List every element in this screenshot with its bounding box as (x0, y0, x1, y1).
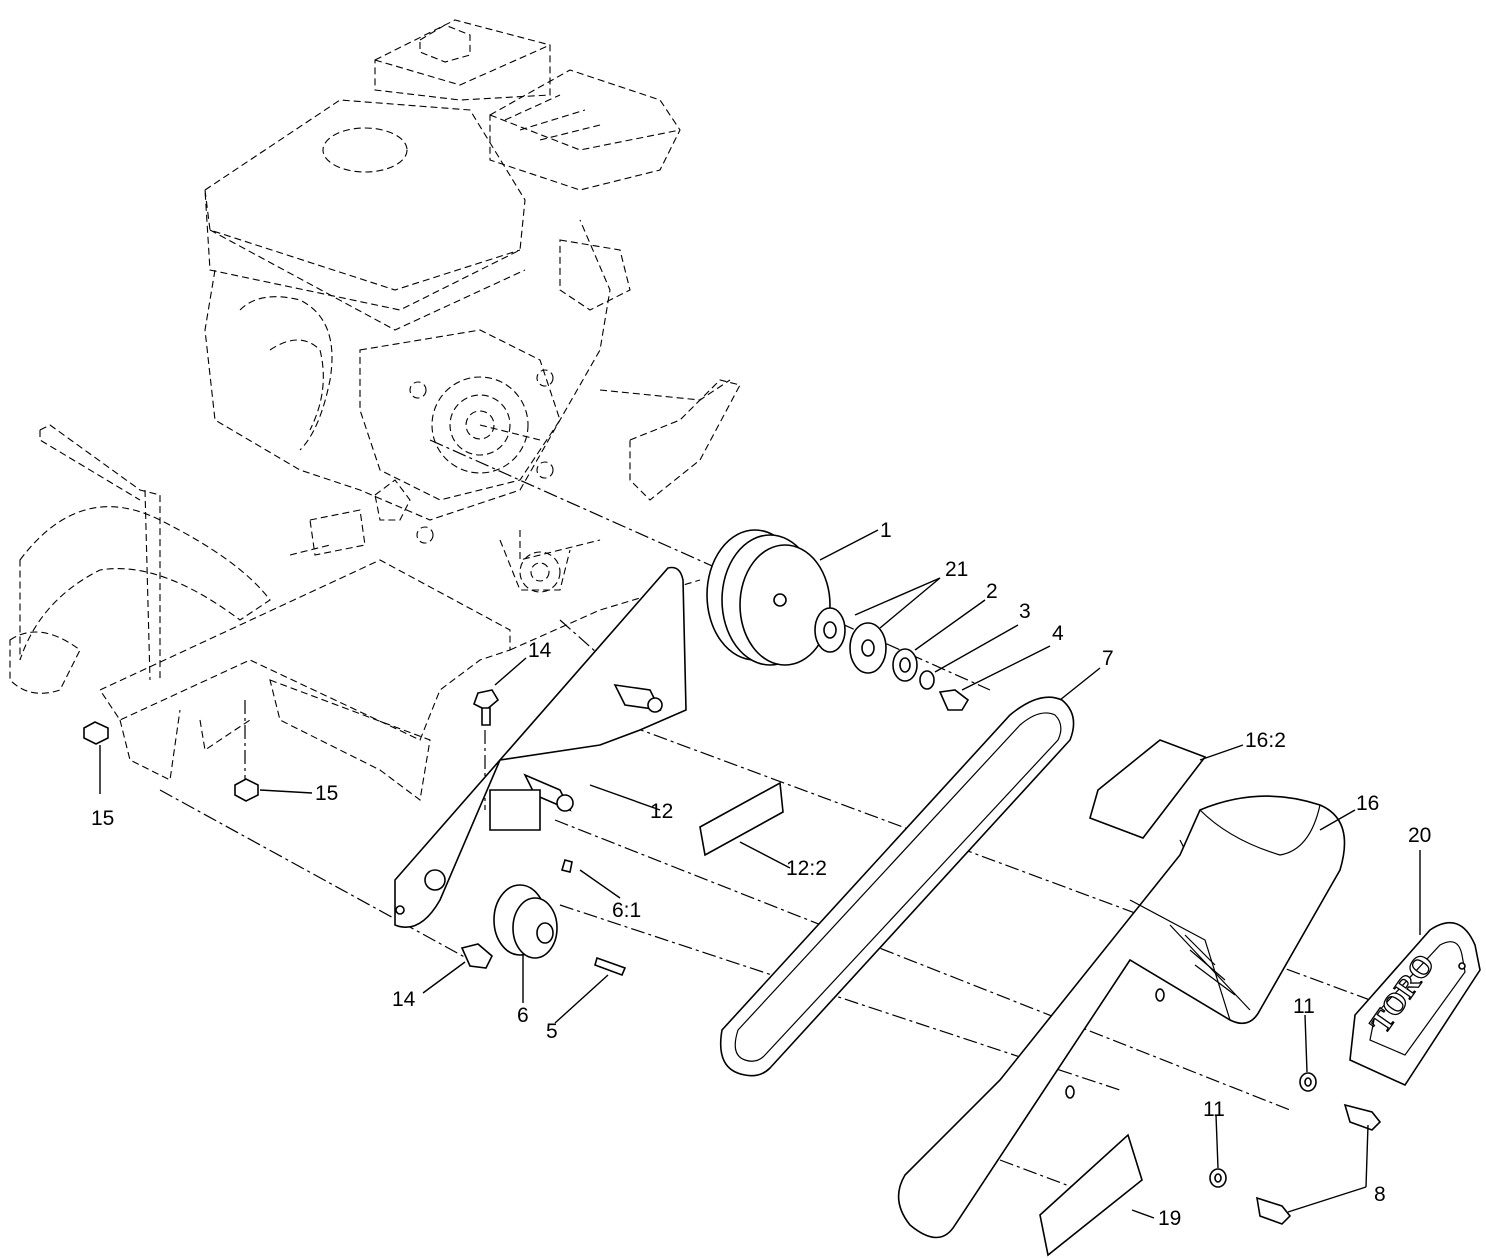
fasteners-right (1209, 1072, 1382, 1225)
callout-1: 1 (880, 519, 892, 542)
callout-3: 3 (1019, 600, 1031, 623)
brand-decal: TORO (1349, 921, 1481, 1087)
callout-16-2: 16:2 (1245, 729, 1286, 752)
callout-labels: 1 21 2 3 4 7 14 15 15 12 12:2 6:1 14 6 5… (91, 519, 1431, 1230)
callout-4: 4 (1052, 622, 1064, 645)
callout-20: 20 (1408, 824, 1431, 847)
decals (699, 739, 1207, 1257)
callout-2: 2 (986, 580, 998, 603)
callout-15-left: 15 (91, 807, 114, 830)
pulley-washer-stack (814, 607, 970, 711)
idler-pulley (493, 859, 627, 977)
callout-14-top: 14 (528, 639, 552, 662)
callout-6-1: 6:1 (612, 899, 641, 922)
fasteners-left (83, 689, 500, 969)
callout-11-upper: 11 (1293, 995, 1315, 1018)
drive-belt (719, 696, 1075, 1077)
callout-11-lower: 11 (1203, 1098, 1225, 1121)
callout-6: 6 (517, 1004, 529, 1027)
callout-5: 5 (546, 1020, 558, 1043)
callout-leader-lines (99, 529, 1421, 1219)
callout-15-mid: 15 (315, 782, 338, 805)
callout-14-bottom: 14 (392, 988, 416, 1011)
callout-19: 19 (1158, 1207, 1181, 1230)
engine-drive-pulley (706, 529, 831, 666)
callout-21: 21 (945, 558, 968, 581)
callout-7: 7 (1102, 647, 1114, 670)
callout-12-2: 12:2 (786, 857, 827, 880)
idler-bracket-arm (394, 566, 687, 928)
engine-reference-outline (204, 19, 741, 593)
callout-16: 16 (1356, 792, 1379, 815)
belt-guard (897, 795, 1346, 1239)
callout-8: 8 (1374, 1183, 1386, 1206)
callout-12: 12 (650, 800, 673, 823)
